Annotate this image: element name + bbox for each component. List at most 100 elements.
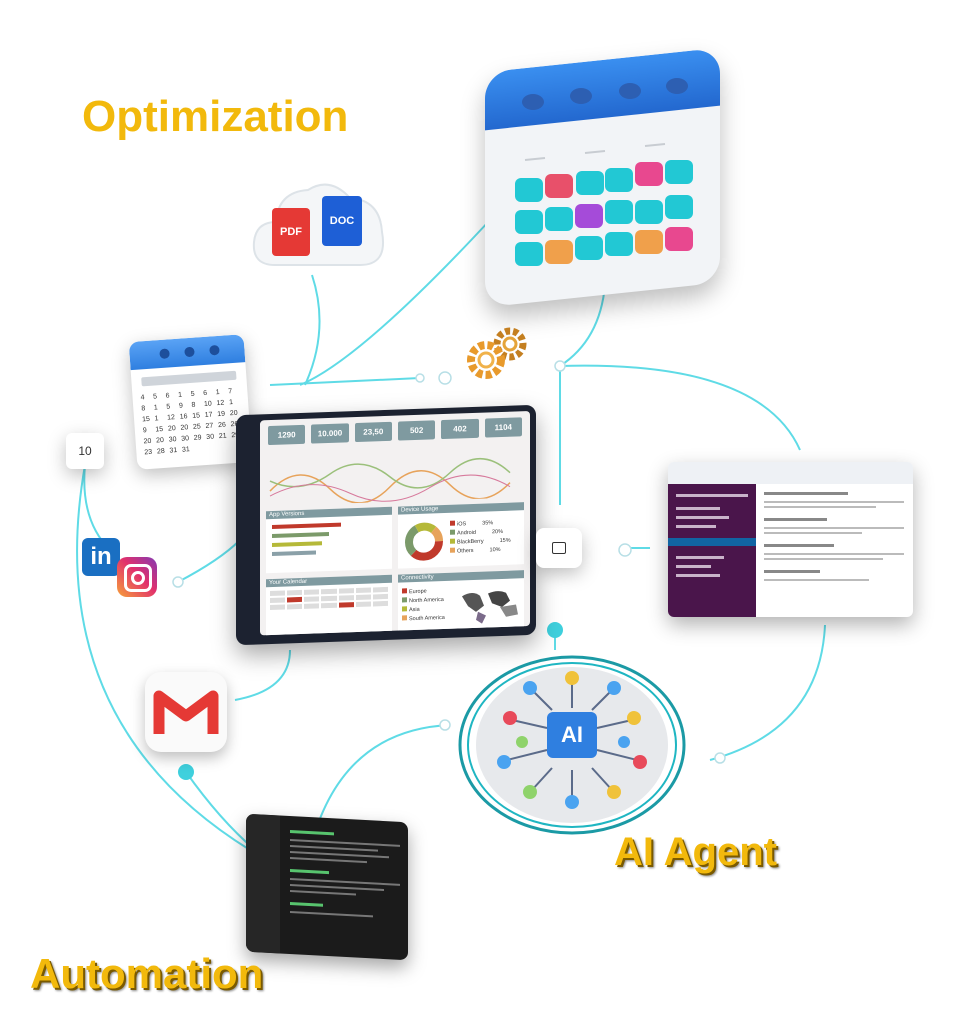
mini-calendar-day: 1	[215, 388, 220, 397]
donut-chart	[405, 522, 443, 561]
connector-left-long	[76, 464, 251, 851]
mini-calendar-day: 20	[167, 425, 176, 433]
connector-calendar-down	[559, 284, 606, 367]
panel-title-connectivity: Connectivity	[398, 570, 524, 583]
mini-calendar-day	[194, 443, 206, 455]
mini-calendar-day: 21	[218, 432, 227, 441]
connector-horizontal	[269, 377, 421, 386]
mini-calendar-day: 7	[228, 388, 233, 396]
ai-chip-label: AI	[561, 722, 583, 747]
mini-calendar-day: 8	[191, 401, 196, 409]
folder-icon[interactable]	[536, 528, 582, 568]
mini-calendar-day: 5	[166, 403, 171, 411]
mini-calendar-day: 30	[168, 436, 177, 444]
mini-calendar-day: 30	[206, 433, 215, 441]
region-label: North America	[409, 596, 444, 605]
mini-calendar-day: 4	[140, 394, 145, 402]
mini-calendar-day: 15	[141, 415, 151, 424]
region-entry: South America	[402, 614, 445, 624]
automation-label: Automation	[30, 950, 264, 997]
mini-calendar-day: 29	[193, 434, 202, 442]
gear-icon	[462, 322, 537, 382]
mini-calendar-day: 19	[217, 410, 226, 419]
cloud-icon	[252, 183, 384, 266]
kpi-tile: 1290	[268, 424, 306, 446]
world-map	[462, 591, 518, 624]
kpi-tile: 23,50	[354, 421, 392, 443]
kpi-tile: 10.000	[311, 423, 349, 444]
mini-calendar-day: 1	[228, 399, 234, 407]
region-label: Europe	[409, 588, 427, 596]
cloud-documents: PDF DOC	[250, 170, 390, 280]
kpi-tile: 502	[397, 420, 436, 441]
mini-calendar-day	[219, 441, 231, 453]
mini-calendar-day: 9	[142, 427, 148, 435]
mini-calendar-day: 8	[141, 405, 146, 413]
panel-title-device-usage: Device Usage	[398, 502, 524, 515]
legend-percent: 15%	[499, 537, 511, 545]
doc-icon[interactable]: DOC	[322, 196, 362, 246]
region-label: South America	[409, 614, 445, 623]
legend-label: iOS	[457, 521, 467, 528]
mini-calendar-day: 6	[203, 389, 208, 398]
mini-calendar-day: 25	[192, 423, 202, 431]
chat-messages	[764, 492, 904, 581]
mini-calendar-day: 5	[152, 393, 158, 401]
mini-calendar-day: 20	[155, 436, 165, 445]
chat-sidebar	[668, 484, 756, 617]
mini-calendar-day: 16	[179, 413, 188, 421]
mini-calendar-day: 12	[166, 414, 176, 422]
optimization-label: Optimization	[82, 92, 349, 141]
mini-calendar-day: 6	[165, 392, 170, 400]
mini-calendar-day: 23	[144, 448, 153, 457]
connector-dashboard-gmail	[234, 649, 291, 701]
activity-chart	[269, 458, 511, 504]
region-entry: North America	[402, 596, 445, 606]
legend-entry: Others 10%	[450, 546, 511, 557]
ai-agent-label: AI Agent	[614, 830, 777, 874]
chat-app-window	[668, 462, 913, 617]
automation-tablet	[246, 813, 408, 961]
mini-calendar-day: 27	[205, 422, 214, 431]
connector-ai-right	[709, 624, 826, 761]
mini-calendar-day: 15	[192, 412, 201, 420]
legend-label: Others	[457, 547, 474, 555]
legend-label: BlackBerry	[457, 538, 484, 546]
count-badge[interactable]: 10	[66, 433, 104, 469]
mini-calendar-day: 28	[156, 447, 165, 456]
mini-calendar-day: 9	[178, 402, 184, 410]
legend-percent: 10%	[489, 547, 501, 554]
connector-cloud-down	[304, 274, 321, 386]
legend-percent: 20%	[491, 528, 503, 536]
mini-calendar-day: 10	[203, 400, 213, 409]
mini-calendar-day: 1	[177, 391, 183, 399]
gmail-icon[interactable]	[145, 672, 227, 752]
legend-percent: 35%	[482, 520, 494, 527]
pdf-icon[interactable]: PDF	[272, 208, 310, 256]
region-label: Asia	[409, 606, 420, 614]
mini-calendar-day: 30	[181, 435, 190, 443]
mini-calendar-day: 31	[169, 447, 178, 455]
connector-right-top	[559, 364, 801, 451]
mini-calendar-day: 26	[217, 421, 227, 430]
mini-calendar-day: 20	[180, 424, 189, 432]
mini-calendar-day: 1	[153, 404, 159, 412]
instagram-icon[interactable]	[117, 557, 157, 597]
mini-calendar-day: 15	[155, 425, 164, 434]
connector-cloud-calendar	[299, 219, 491, 386]
calendar-icon	[485, 47, 720, 308]
mini-calendar-day: 1	[154, 415, 159, 423]
mini-calendar-day: 17	[204, 411, 213, 420]
kpi-tile: 1104	[484, 417, 522, 438]
connector-social-dashboard	[177, 539, 241, 583]
ai-chip-icon: AI	[452, 650, 697, 840]
panel-title-app-versions: App Versions	[266, 506, 392, 520]
mini-calendar-day: 20	[143, 437, 152, 446]
mini-calendar-day	[207, 442, 219, 454]
kpi-tile: 402	[441, 418, 479, 440]
legend-label: Android	[457, 529, 476, 537]
linkedin-icon[interactable]: in	[82, 538, 120, 576]
